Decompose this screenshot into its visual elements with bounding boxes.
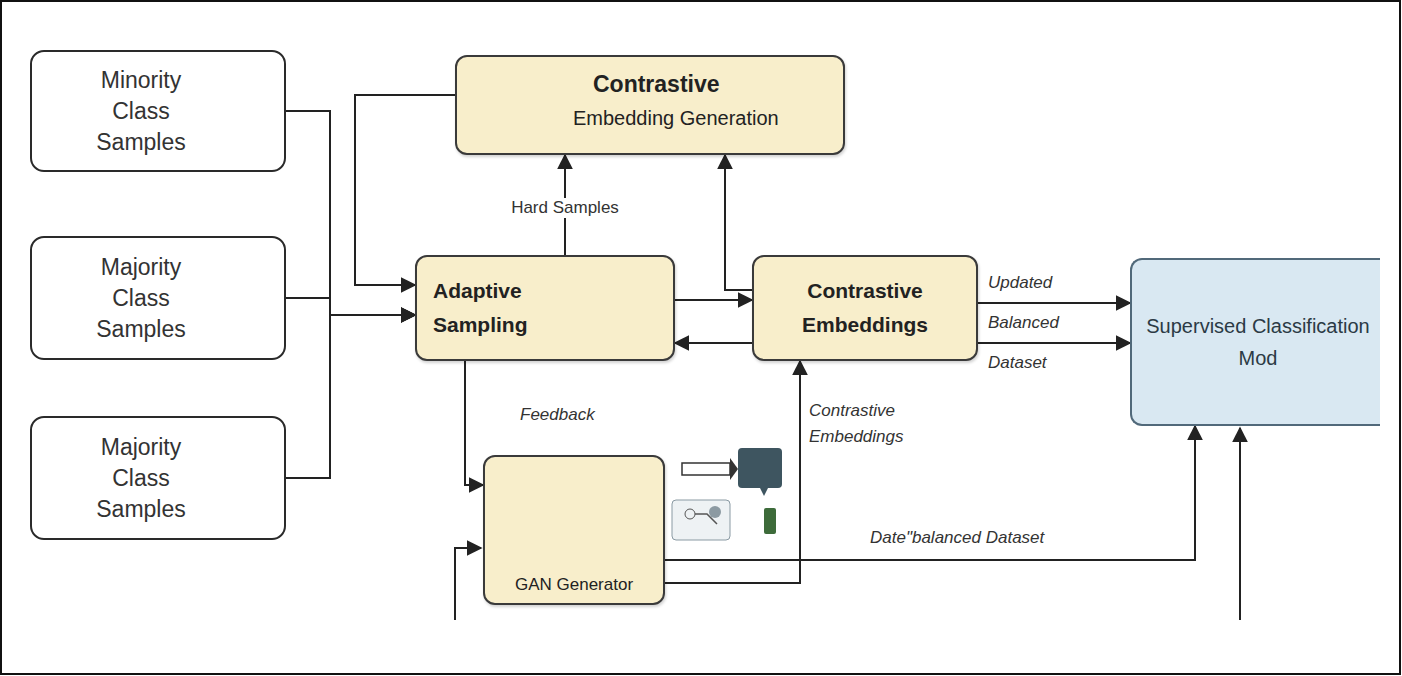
node-title: Supervised Classification Mod: [1140, 310, 1376, 374]
edge-label: Date"balanced Dataset: [870, 528, 1044, 548]
edge-label: Hard Samples: [508, 198, 622, 218]
node-title: Majority Class Samples: [76, 252, 206, 345]
node-title: Majority Class Samples: [76, 432, 206, 525]
process-box: Adaptive Sampling: [415, 255, 675, 361]
node-title: Minority Class Samples: [76, 65, 206, 158]
node-subtitle: Embedding Generation: [573, 107, 779, 130]
incoming-line: [1239, 428, 1241, 620]
connector-arrow: [286, 298, 415, 315]
node-title: GAN Generator: [485, 575, 663, 595]
input-box: Majority Class Samples: [30, 416, 286, 540]
connector-arrow: [286, 315, 415, 478]
generator-box: GAN Generator: [483, 455, 665, 605]
connector-arrow: [978, 342, 1130, 344]
connector-arrow: [665, 361, 800, 583]
node-title: Contrastive Embeddings: [760, 274, 970, 342]
edge-label: Feedback: [520, 405, 595, 425]
edge-label: Contrastive Embeddings: [809, 398, 949, 450]
process-box: Contrastive Embeddings: [752, 255, 978, 361]
connector-arrow: [675, 299, 752, 301]
side-icons: [672, 448, 782, 540]
connector-arrow: [665, 426, 1195, 560]
input-box: Minority Class Samples: [30, 50, 286, 172]
connector-arrow: [978, 302, 1130, 304]
edge-label: Updated Balanced Dataset: [988, 263, 1080, 383]
input-box: Majority Class Samples: [30, 236, 286, 360]
node-title: Adaptive Sampling: [433, 274, 553, 342]
classifier-box: Supervised Classification Mod: [1130, 258, 1380, 426]
process-box: ContrastiveEmbedding Generation: [455, 55, 845, 155]
node-title: Contrastive: [593, 71, 720, 98]
connector-arrow: [725, 155, 752, 290]
incoming-line: [455, 548, 481, 620]
connector-arrow: [465, 361, 483, 485]
connector-arrow: [675, 342, 752, 344]
